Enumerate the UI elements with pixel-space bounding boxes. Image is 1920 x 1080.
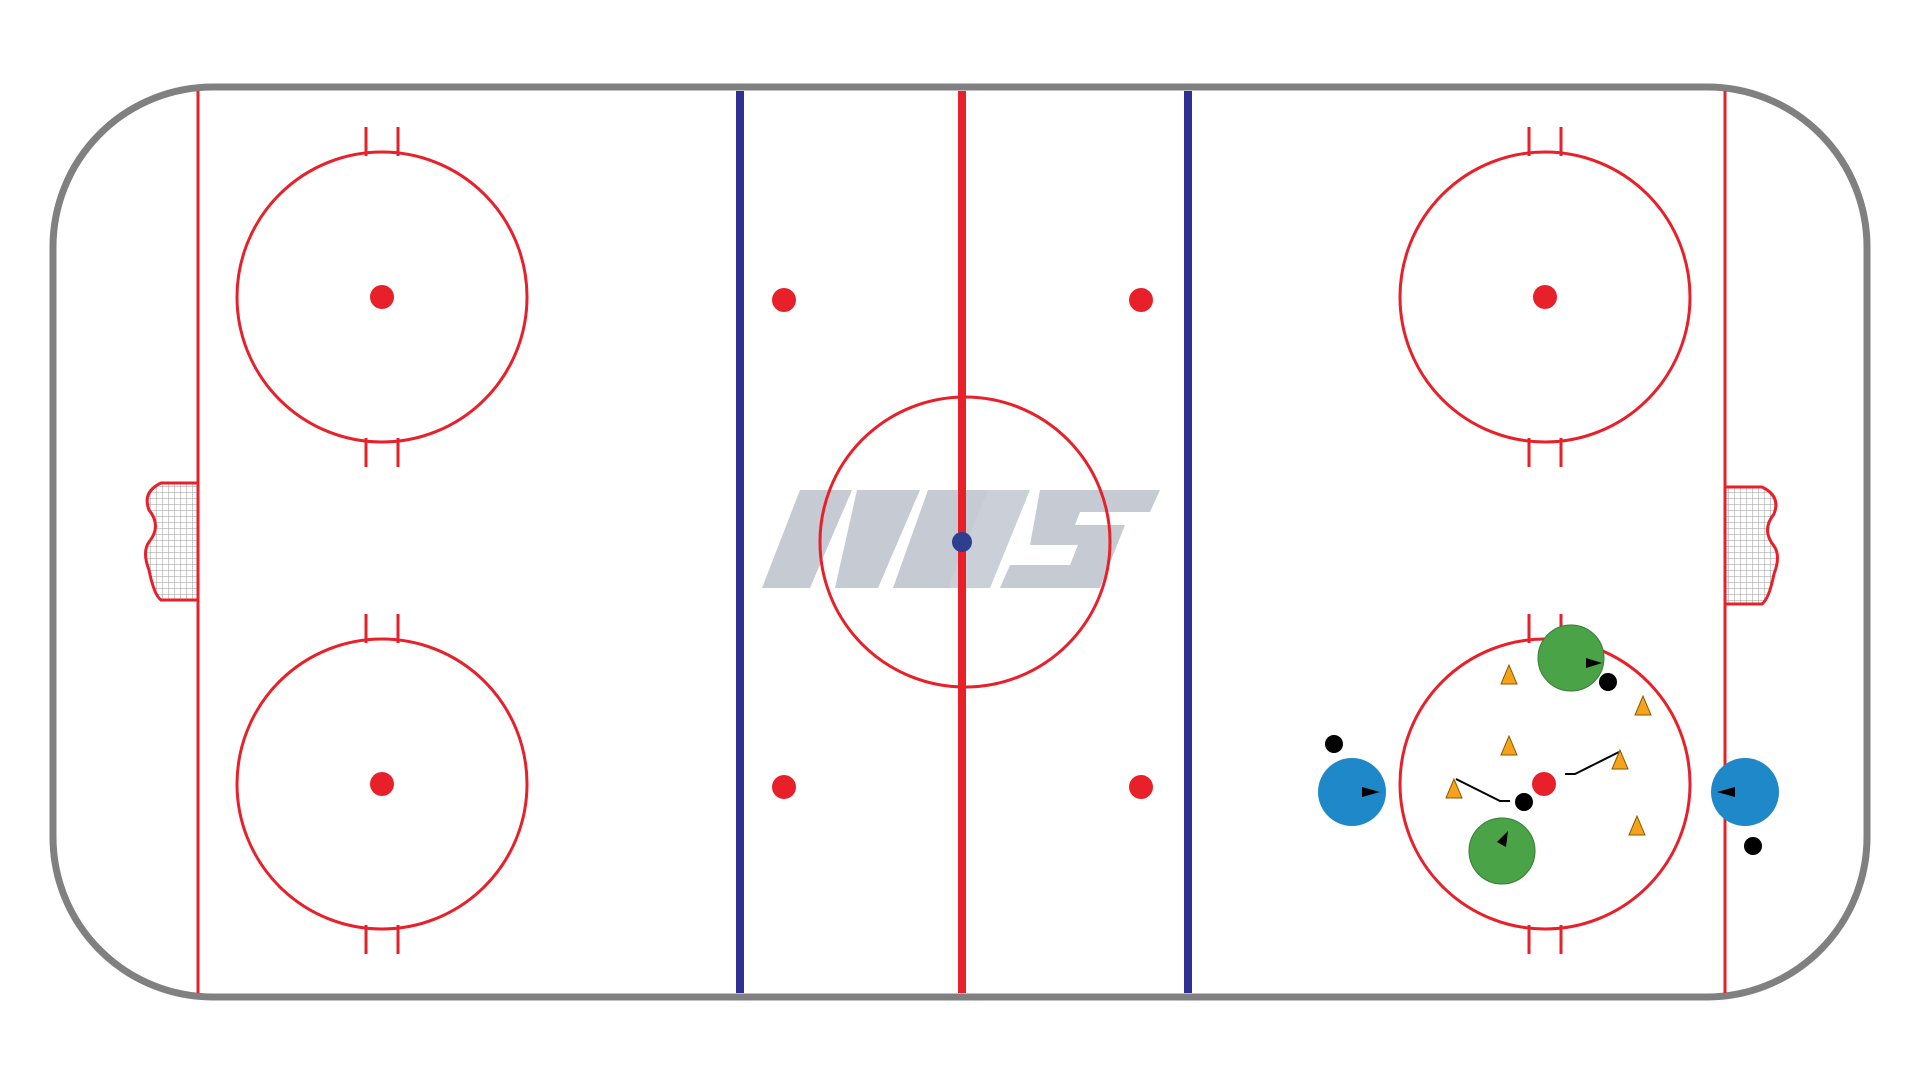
player-green-bottom xyxy=(1468,817,1536,885)
drill-elements xyxy=(1318,624,1779,885)
puck xyxy=(1325,735,1343,753)
player-green-top xyxy=(1537,624,1605,692)
cone xyxy=(1500,663,1518,685)
rink-boards xyxy=(49,83,1871,1001)
cone xyxy=(1611,748,1629,770)
faceoff-dot xyxy=(370,772,394,796)
puck xyxy=(1599,673,1617,691)
faceoff-dot xyxy=(370,285,394,309)
skating-path-right xyxy=(1565,751,1620,775)
neutral-dot-bottom-left xyxy=(772,775,796,799)
puck xyxy=(1515,793,1533,811)
cone xyxy=(1628,814,1646,836)
faceoff-circle-top-right xyxy=(1398,127,1692,467)
neutral-dot-top-left xyxy=(772,288,796,312)
puck xyxy=(1744,837,1762,855)
goal-right xyxy=(1723,485,1779,606)
cone xyxy=(1445,777,1463,799)
neutral-dot-top-right xyxy=(1129,288,1153,312)
faceoff-dot-bottom-right xyxy=(1532,772,1556,796)
player-blue-left xyxy=(1318,758,1386,826)
faceoff-circle-top-left xyxy=(235,127,529,467)
faceoff-circle-bottom-left xyxy=(235,614,529,954)
skating-path-left xyxy=(1455,778,1510,802)
cone xyxy=(1634,694,1652,716)
player-blue-right xyxy=(1711,758,1779,826)
neutral-dot-bottom-right xyxy=(1129,775,1153,799)
goal-left xyxy=(144,481,200,602)
center-faceoff-circle xyxy=(818,395,1112,689)
cone xyxy=(1500,734,1518,756)
faceoff-dot xyxy=(1533,285,1557,309)
center-faceoff-dot xyxy=(952,532,972,552)
